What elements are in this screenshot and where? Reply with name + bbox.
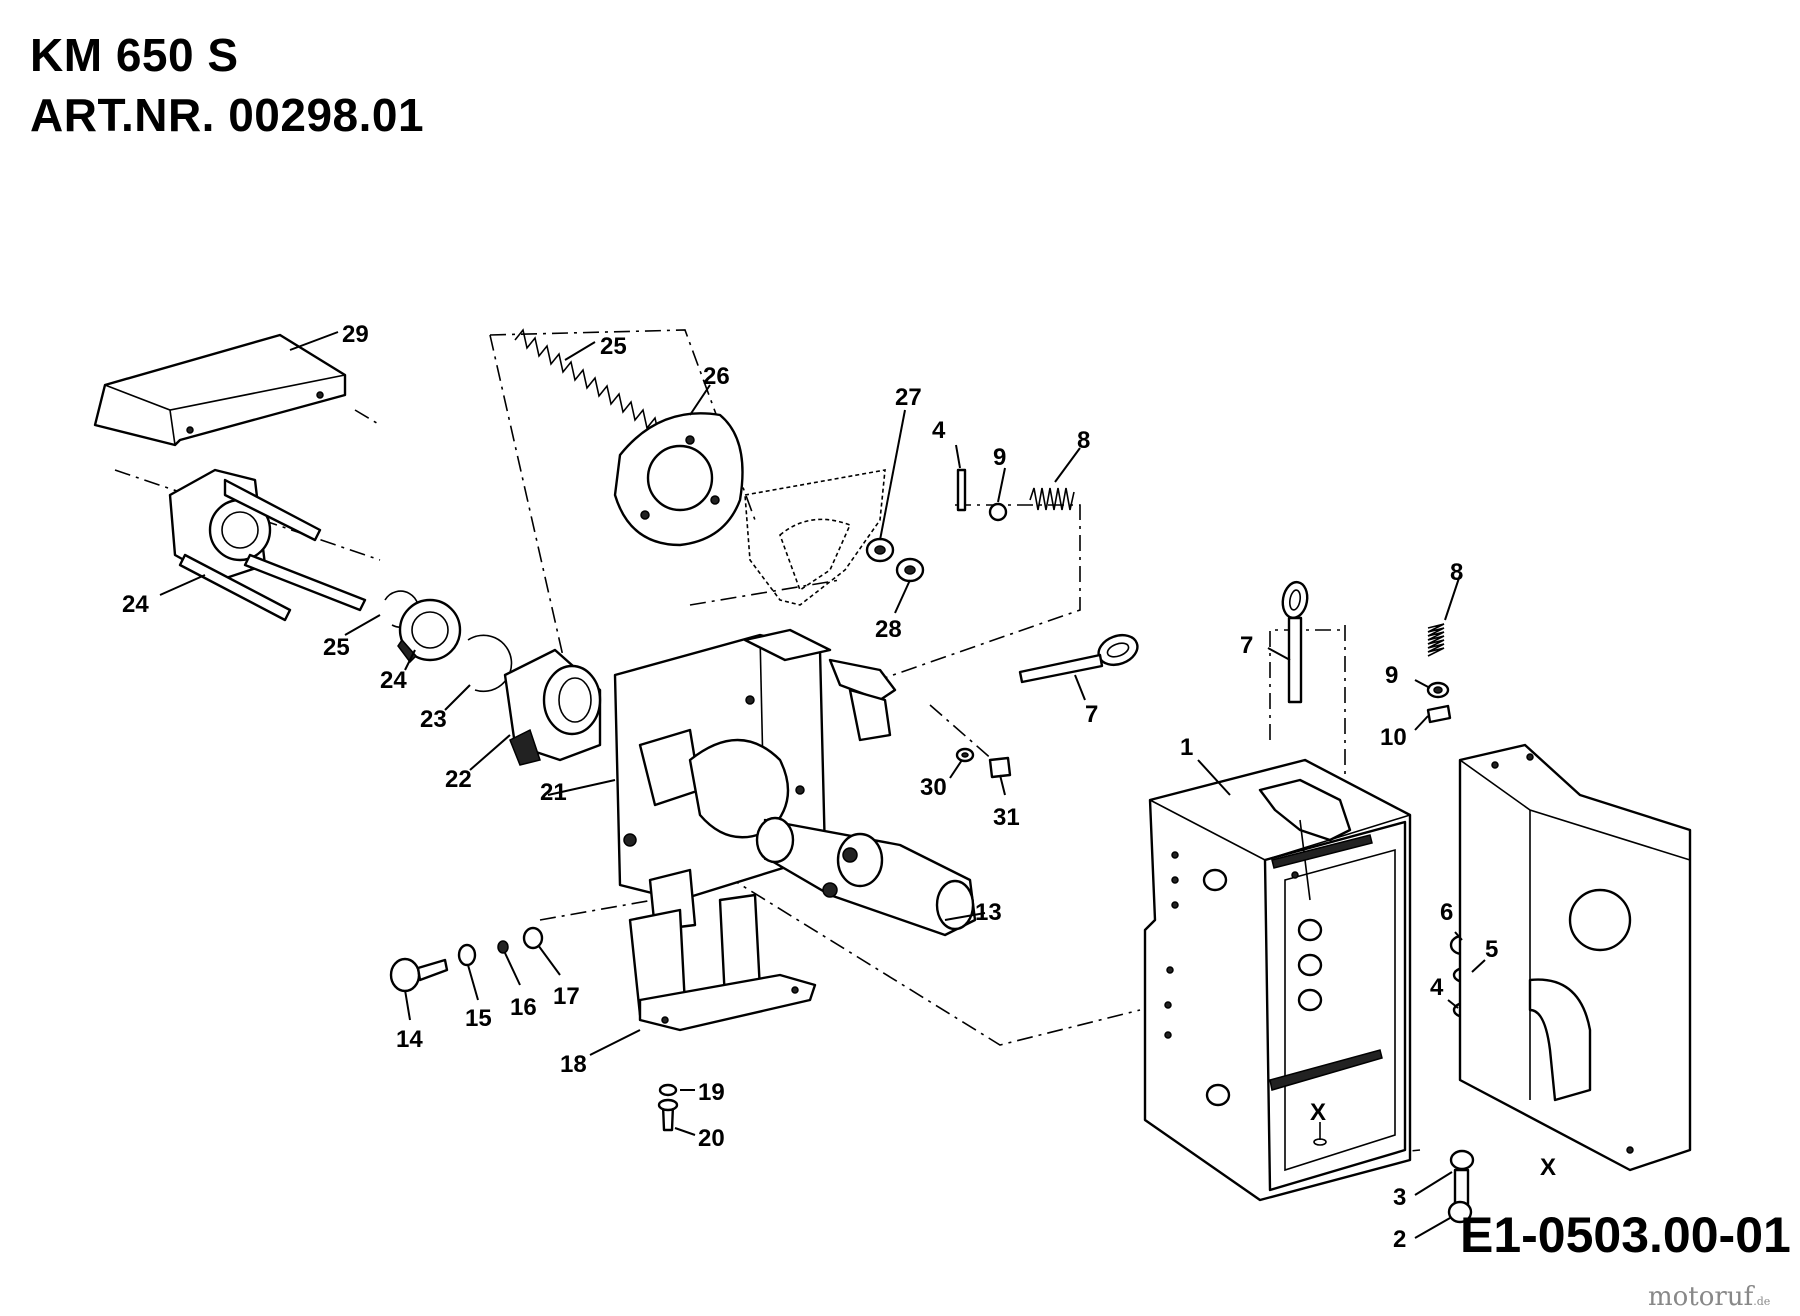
label-3: 3 [1393,1184,1406,1211]
label-10: 10 [1380,724,1407,751]
label-8-top: 8 [1077,427,1090,454]
article-number: ART.NR. 00298.01 [30,89,425,141]
label-5: 5 [1485,936,1498,963]
parts-29-30 [865,537,925,583]
label-25: 25 [323,634,350,661]
label-17: 17 [553,983,580,1010]
parts-7-eyebolts [1018,580,1309,704]
part-1-housing [1143,758,1412,1202]
part-27-spring [514,328,672,445]
label-x-frame: X [1540,1154,1556,1181]
label-2: 2 [1393,1226,1406,1253]
label-23: 23 [420,706,447,733]
label-4: 4 [1430,974,1444,1001]
part-28-flange [613,412,744,547]
label-24: 24 [380,667,407,694]
model-title: KM 650 S [30,29,239,81]
label-7-vertical: 7 [1240,632,1253,659]
label-33: 31 [993,804,1020,831]
parts-8-9-10-right [1426,623,1452,724]
label-11: 9 [993,444,1006,471]
parts-14-17 [389,926,544,993]
part-18-base [628,893,817,1032]
label-30: 28 [875,616,902,643]
label-13: 13 [975,899,1002,926]
leader-lines [159,331,1486,1239]
label-22: 22 [445,766,472,793]
part-13-shaft [755,816,977,937]
label-6: 6 [1440,899,1453,926]
label-27: 25 [600,333,627,360]
label-15: 15 [465,1005,492,1032]
label-14: 14 [396,1026,423,1053]
part-22-sleeve [503,648,602,766]
part-31-cover [93,333,347,447]
label-32: 30 [920,774,947,801]
diagram-code: E1-0503.00-01 [1460,1207,1791,1263]
label-20: 20 [698,1125,725,1152]
parts-2-3 [1447,1149,1475,1224]
label-9: 9 [1385,662,1398,689]
label-7-horizontal: 7 [1085,701,1098,728]
parts-19-20 [657,1083,679,1132]
label-x-housing: X [1310,1099,1326,1126]
label-1: 1 [1180,734,1193,761]
watermark: motoruf.de [1648,1284,1770,1310]
label-16: 16 [510,994,537,1021]
label-29: 27 [895,384,922,411]
label-12: 4 [932,417,946,444]
label-26: 24 [122,591,149,618]
label-18: 18 [560,1051,587,1078]
parts-23-24-25-rings [384,590,513,693]
gasket-outline [744,469,886,606]
watermark-brand: motoruf [1648,1282,1754,1312]
label-28: 26 [703,363,730,390]
label-8-right: 8 [1450,559,1463,586]
label-21: 21 [540,779,567,806]
part-26-bracket [168,468,367,622]
watermark-suffix: .de [1753,1295,1771,1308]
part-number-labels: 29 24 25 26 27 4 9 8 28 7 7 8 9 10 1 6 5… [122,321,1556,1253]
parts-32-33 [955,747,1012,779]
label-31: 29 [342,321,369,348]
label-19: 19 [698,1079,725,1106]
parts-8-11-12 [956,468,1075,522]
frame-partial [1458,743,1692,1172]
